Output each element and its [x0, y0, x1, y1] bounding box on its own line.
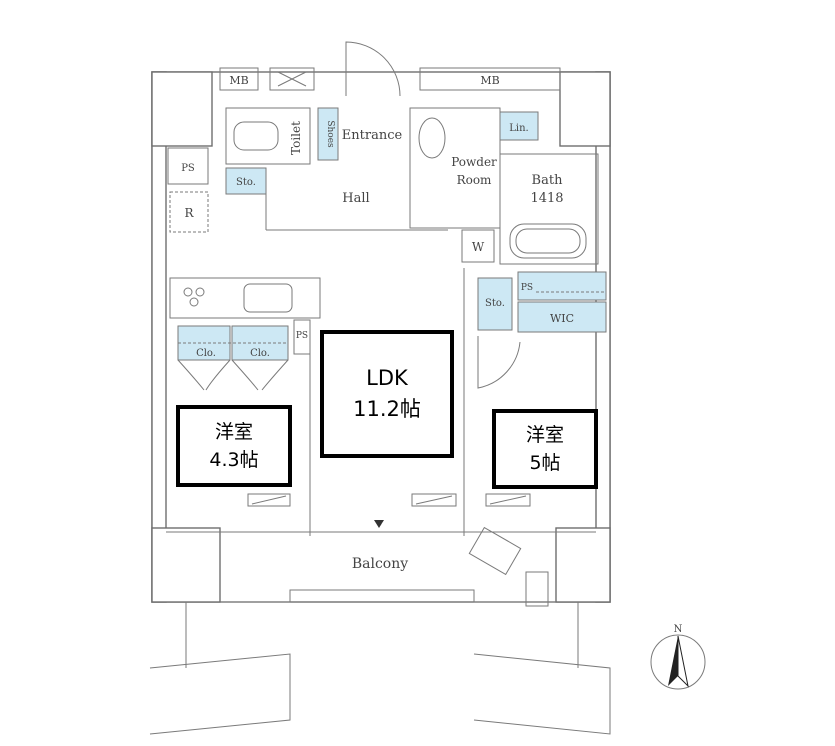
western-right-name: 洋室	[525, 423, 564, 446]
north-label: N	[674, 624, 683, 635]
bathtub	[509, 223, 587, 259]
top-right-pillar	[559, 71, 611, 147]
wic-label: WIC	[550, 312, 574, 325]
mb-box-right	[419, 67, 561, 91]
room-box-ldk: LDK 11.2帖	[320, 330, 454, 458]
mb-label-right: MB	[480, 74, 499, 87]
balcony-lower-left	[149, 653, 291, 735]
vent-cross-2	[277, 71, 307, 87]
right-room-door-swing	[477, 336, 521, 389]
room-box-western-left: 洋室 4.3帖	[176, 405, 292, 487]
north-arrow-icon	[668, 636, 678, 686]
shoes-label: Shoes	[325, 120, 335, 148]
right-column	[595, 71, 611, 603]
closet-2-label: Clo.	[250, 348, 270, 359]
linen-label: Lin.	[509, 123, 528, 134]
washer-label: W	[472, 240, 485, 254]
toilet-room	[225, 107, 311, 165]
north-arrow-outline	[677, 635, 689, 688]
balcony-ladder	[525, 571, 549, 607]
ldk-name: LDK	[366, 365, 408, 390]
closet-door-swings	[177, 359, 289, 391]
r-label: R	[184, 206, 194, 220]
washer-space	[461, 229, 495, 263]
bathroom	[499, 153, 599, 265]
balcony-label: Balcony	[352, 556, 408, 572]
room-label: Room	[457, 173, 492, 187]
ac-left	[247, 493, 291, 507]
vent-box	[269, 67, 315, 91]
ac-left-line	[251, 495, 287, 505]
right-storage-label: Sto.	[485, 298, 505, 309]
western-right-size: 5帖	[529, 452, 561, 474]
bottom-right-pillar	[555, 527, 611, 603]
ldk-size: 11.2帖	[353, 397, 421, 421]
toilet-fixture	[233, 121, 279, 151]
bottom-left-pillar	[151, 527, 221, 603]
left-column	[151, 71, 167, 603]
hall-label: Hall	[342, 191, 369, 206]
right-storage	[477, 277, 513, 331]
bath-label: Bath	[532, 173, 564, 188]
mb-box-left	[219, 67, 259, 91]
ac-center-line	[415, 495, 453, 505]
linen-storage	[499, 111, 539, 141]
entrance-label: Entrance	[342, 128, 403, 143]
entrance-door-swing	[345, 41, 401, 97]
room-box-western-right: 洋室 5帖	[492, 409, 598, 489]
balcony-rail	[220, 589, 556, 603]
toilet-label: Toilet	[289, 121, 303, 155]
kitchen-counter	[169, 277, 321, 319]
ps-left-label: PS	[181, 163, 195, 174]
ps-small-label: PS	[296, 331, 308, 341]
powder-label: Powder	[451, 155, 497, 169]
stove-burner-2	[195, 287, 205, 297]
balcony-hatch	[468, 526, 522, 576]
mb-label-left: MB	[229, 74, 248, 87]
bathtub-inner	[515, 228, 581, 254]
ac-right	[485, 493, 531, 507]
ac-center	[411, 493, 457, 507]
bath-size-label: 1418	[530, 191, 563, 206]
stove-burner-3	[189, 297, 199, 307]
r-box	[169, 191, 209, 233]
top-left-pillar	[151, 71, 213, 147]
ac-right-line	[489, 495, 527, 505]
ps-left-box	[167, 147, 209, 185]
hall-storage-label: Sto.	[236, 177, 256, 188]
balcony-lower-right	[473, 653, 611, 735]
kitchen-sink	[243, 283, 293, 313]
window-marker	[374, 520, 384, 528]
stove-burner-1	[183, 287, 193, 297]
compass-circle	[650, 634, 706, 690]
wic-storage	[517, 301, 607, 333]
shoes-storage	[317, 107, 339, 161]
ps-right-label: PS	[521, 283, 533, 293]
washbasin	[418, 117, 446, 159]
closet-1-label: Clo.	[196, 348, 216, 359]
western-left-name: 洋室	[214, 420, 253, 443]
western-left-size: 4.3帖	[209, 449, 259, 471]
ps-right-box	[517, 271, 607, 301]
hall-storage	[225, 167, 267, 195]
